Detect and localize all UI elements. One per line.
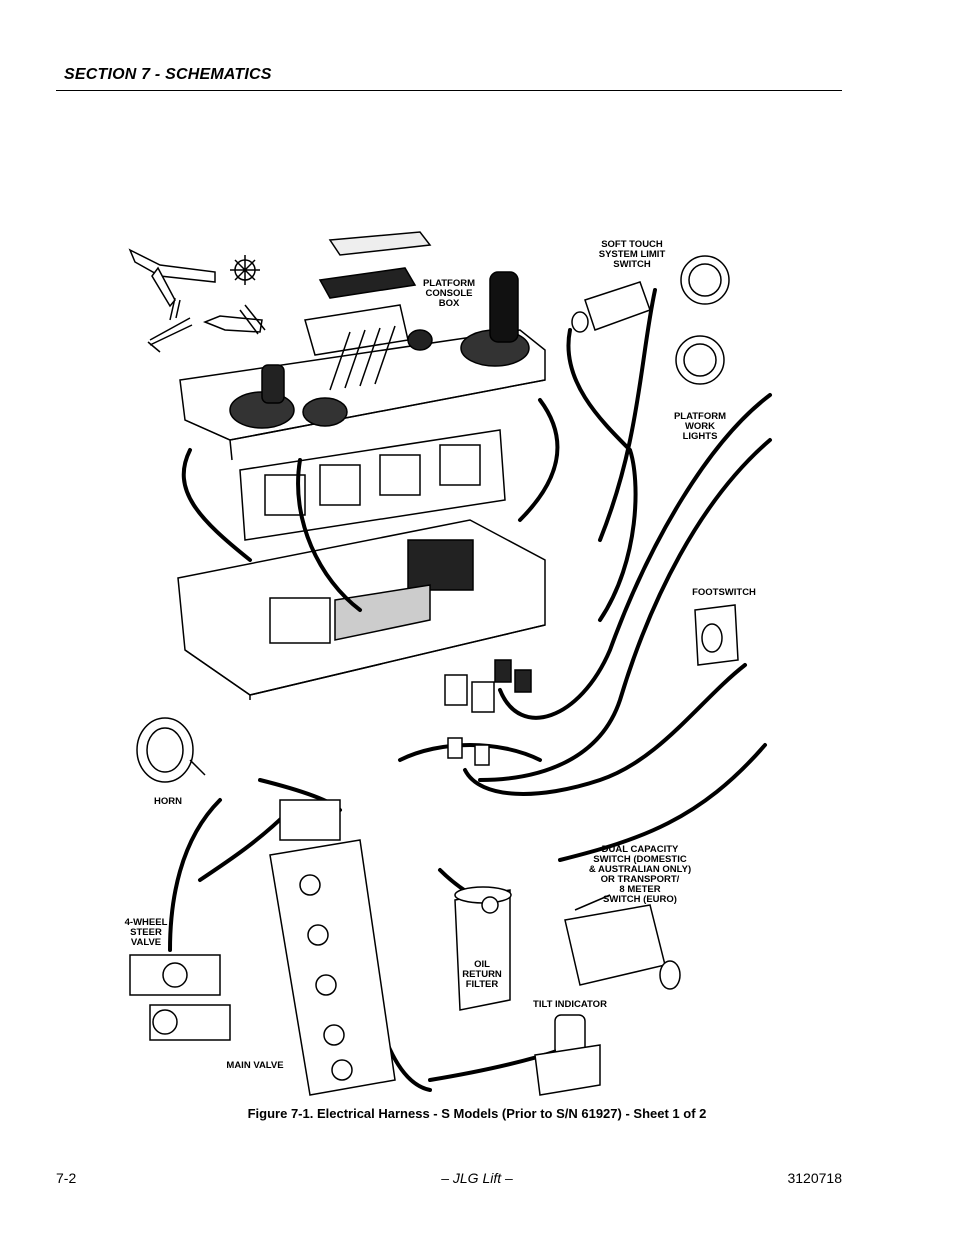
label-main-valve: MAIN VALVE xyxy=(226,1060,284,1071)
horn xyxy=(136,717,206,783)
oil-return-filter xyxy=(454,886,512,1011)
four-wheel-steer-valve xyxy=(129,954,231,1041)
label-oil-return-filter: OIL RETURN FILTER xyxy=(462,959,502,990)
soft-touch-switch xyxy=(571,281,651,333)
footswitch xyxy=(694,604,739,666)
figure-caption: Figure 7-1. Electrical Harness - S Model… xyxy=(247,1106,707,1121)
platform-console-box xyxy=(179,231,546,461)
connectors xyxy=(444,659,532,766)
main-valve xyxy=(269,799,396,1096)
crimp-tools-illustration xyxy=(128,248,266,353)
platform-work-lights xyxy=(675,255,730,385)
label-tilt-indicator: TILT INDICATOR xyxy=(533,999,607,1010)
tilt-indicator xyxy=(534,1014,601,1096)
control-modules xyxy=(239,429,506,541)
label-four-wheel-steer-valve: 4-WHEEL STEER VALVE xyxy=(124,917,168,948)
label-footswitch: FOOTSWITCH xyxy=(692,587,756,598)
footer-center: – JLG Lift – xyxy=(441,1170,513,1186)
label-horn: HORN xyxy=(154,796,182,807)
header-rule xyxy=(56,90,842,91)
label-soft-touch-switch: SOFT TOUCH SYSTEM LIMIT SWITCH xyxy=(598,239,666,270)
footer-doc-number: 3120718 xyxy=(787,1170,842,1186)
label-platform-console-box: PLATFORM CONSOLE BOX xyxy=(422,278,476,309)
footer-page-number: 7-2 xyxy=(56,1170,77,1186)
section-header: SECTION 7 - SCHEMATICS xyxy=(64,66,272,83)
label-platform-work-lights: PLATFORM WORK LIGHTS xyxy=(673,411,727,442)
control-box-base xyxy=(177,519,546,700)
dual-capacity-switch xyxy=(564,894,681,990)
label-dual-capacity-switch: DUAL CAPACITY SWITCH (DOMESTIC & AUSTRAL… xyxy=(588,844,692,905)
